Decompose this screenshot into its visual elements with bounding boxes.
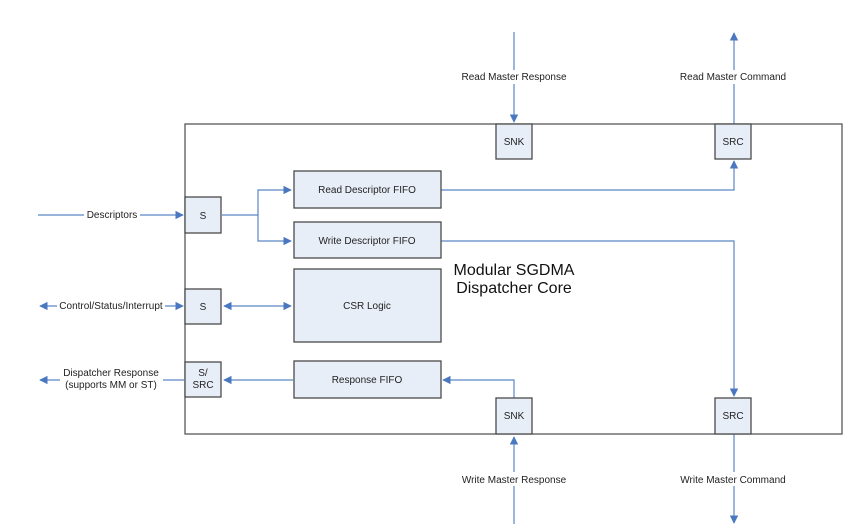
read-response-sink-port [495, 123, 533, 160]
response-fifo-label: Response FIFO [332, 375, 403, 386]
write-response-to-fifo-wire [442, 375, 515, 398]
descriptors-slave-port-label: S [200, 211, 207, 222]
descriptors-slave-port [184, 196, 222, 234]
csr-logic-block [293, 268, 442, 343]
read-command-source-port [714, 123, 752, 160]
write-master-response-label: Write Master Response [462, 475, 567, 486]
write-descriptor-fifo-block [293, 221, 442, 259]
read-master-command-label: Read Master Command [680, 72, 786, 83]
read-command-source-label: SRC [722, 137, 743, 148]
write-response-sink-label: SNK [504, 411, 525, 422]
core-title-line1: Modular SGDMA [454, 262, 575, 279]
write-descriptor-fifo-label: Write Descriptor FIFO [318, 236, 415, 247]
read-descriptor-fifo-block [293, 170, 442, 209]
read-descriptor-fifo-label: Read Descriptor FIFO [318, 185, 416, 196]
write-response-sink-port [495, 397, 533, 435]
response-port-label-2: SRC [192, 380, 213, 391]
dispatcher-response-label: Dispatcher Response [63, 368, 159, 379]
wire-to-write-fifo [257, 215, 292, 246]
wire-to-read-fifo [222, 185, 292, 216]
write-master-command-label: Write Master Command [680, 475, 785, 486]
csr-slave-port-label: S [200, 302, 207, 313]
response-port-label-1: S/ [198, 368, 208, 379]
response-fifo-block [293, 360, 442, 399]
read-response-sink-label: SNK [504, 137, 525, 148]
read-fifo-to-src-wire [441, 160, 739, 191]
csr-slave-port [184, 288, 222, 325]
core-title-line2: Dispatcher Core [456, 280, 572, 297]
dispatcher-response-sublabel: (supports MM or ST) [65, 380, 157, 391]
csr-logic-label: CSR Logic [343, 301, 391, 312]
read-master-response-label: Read Master Response [461, 72, 566, 83]
control-status-interrupt-label: Control/Status/Interrupt [59, 301, 163, 312]
descriptors-label: Descriptors [87, 210, 138, 221]
response-port [184, 361, 222, 398]
write-fifo-to-src-wire [441, 240, 739, 397]
write-command-source-label: SRC [722, 411, 743, 422]
write-command-source-port [714, 397, 752, 435]
